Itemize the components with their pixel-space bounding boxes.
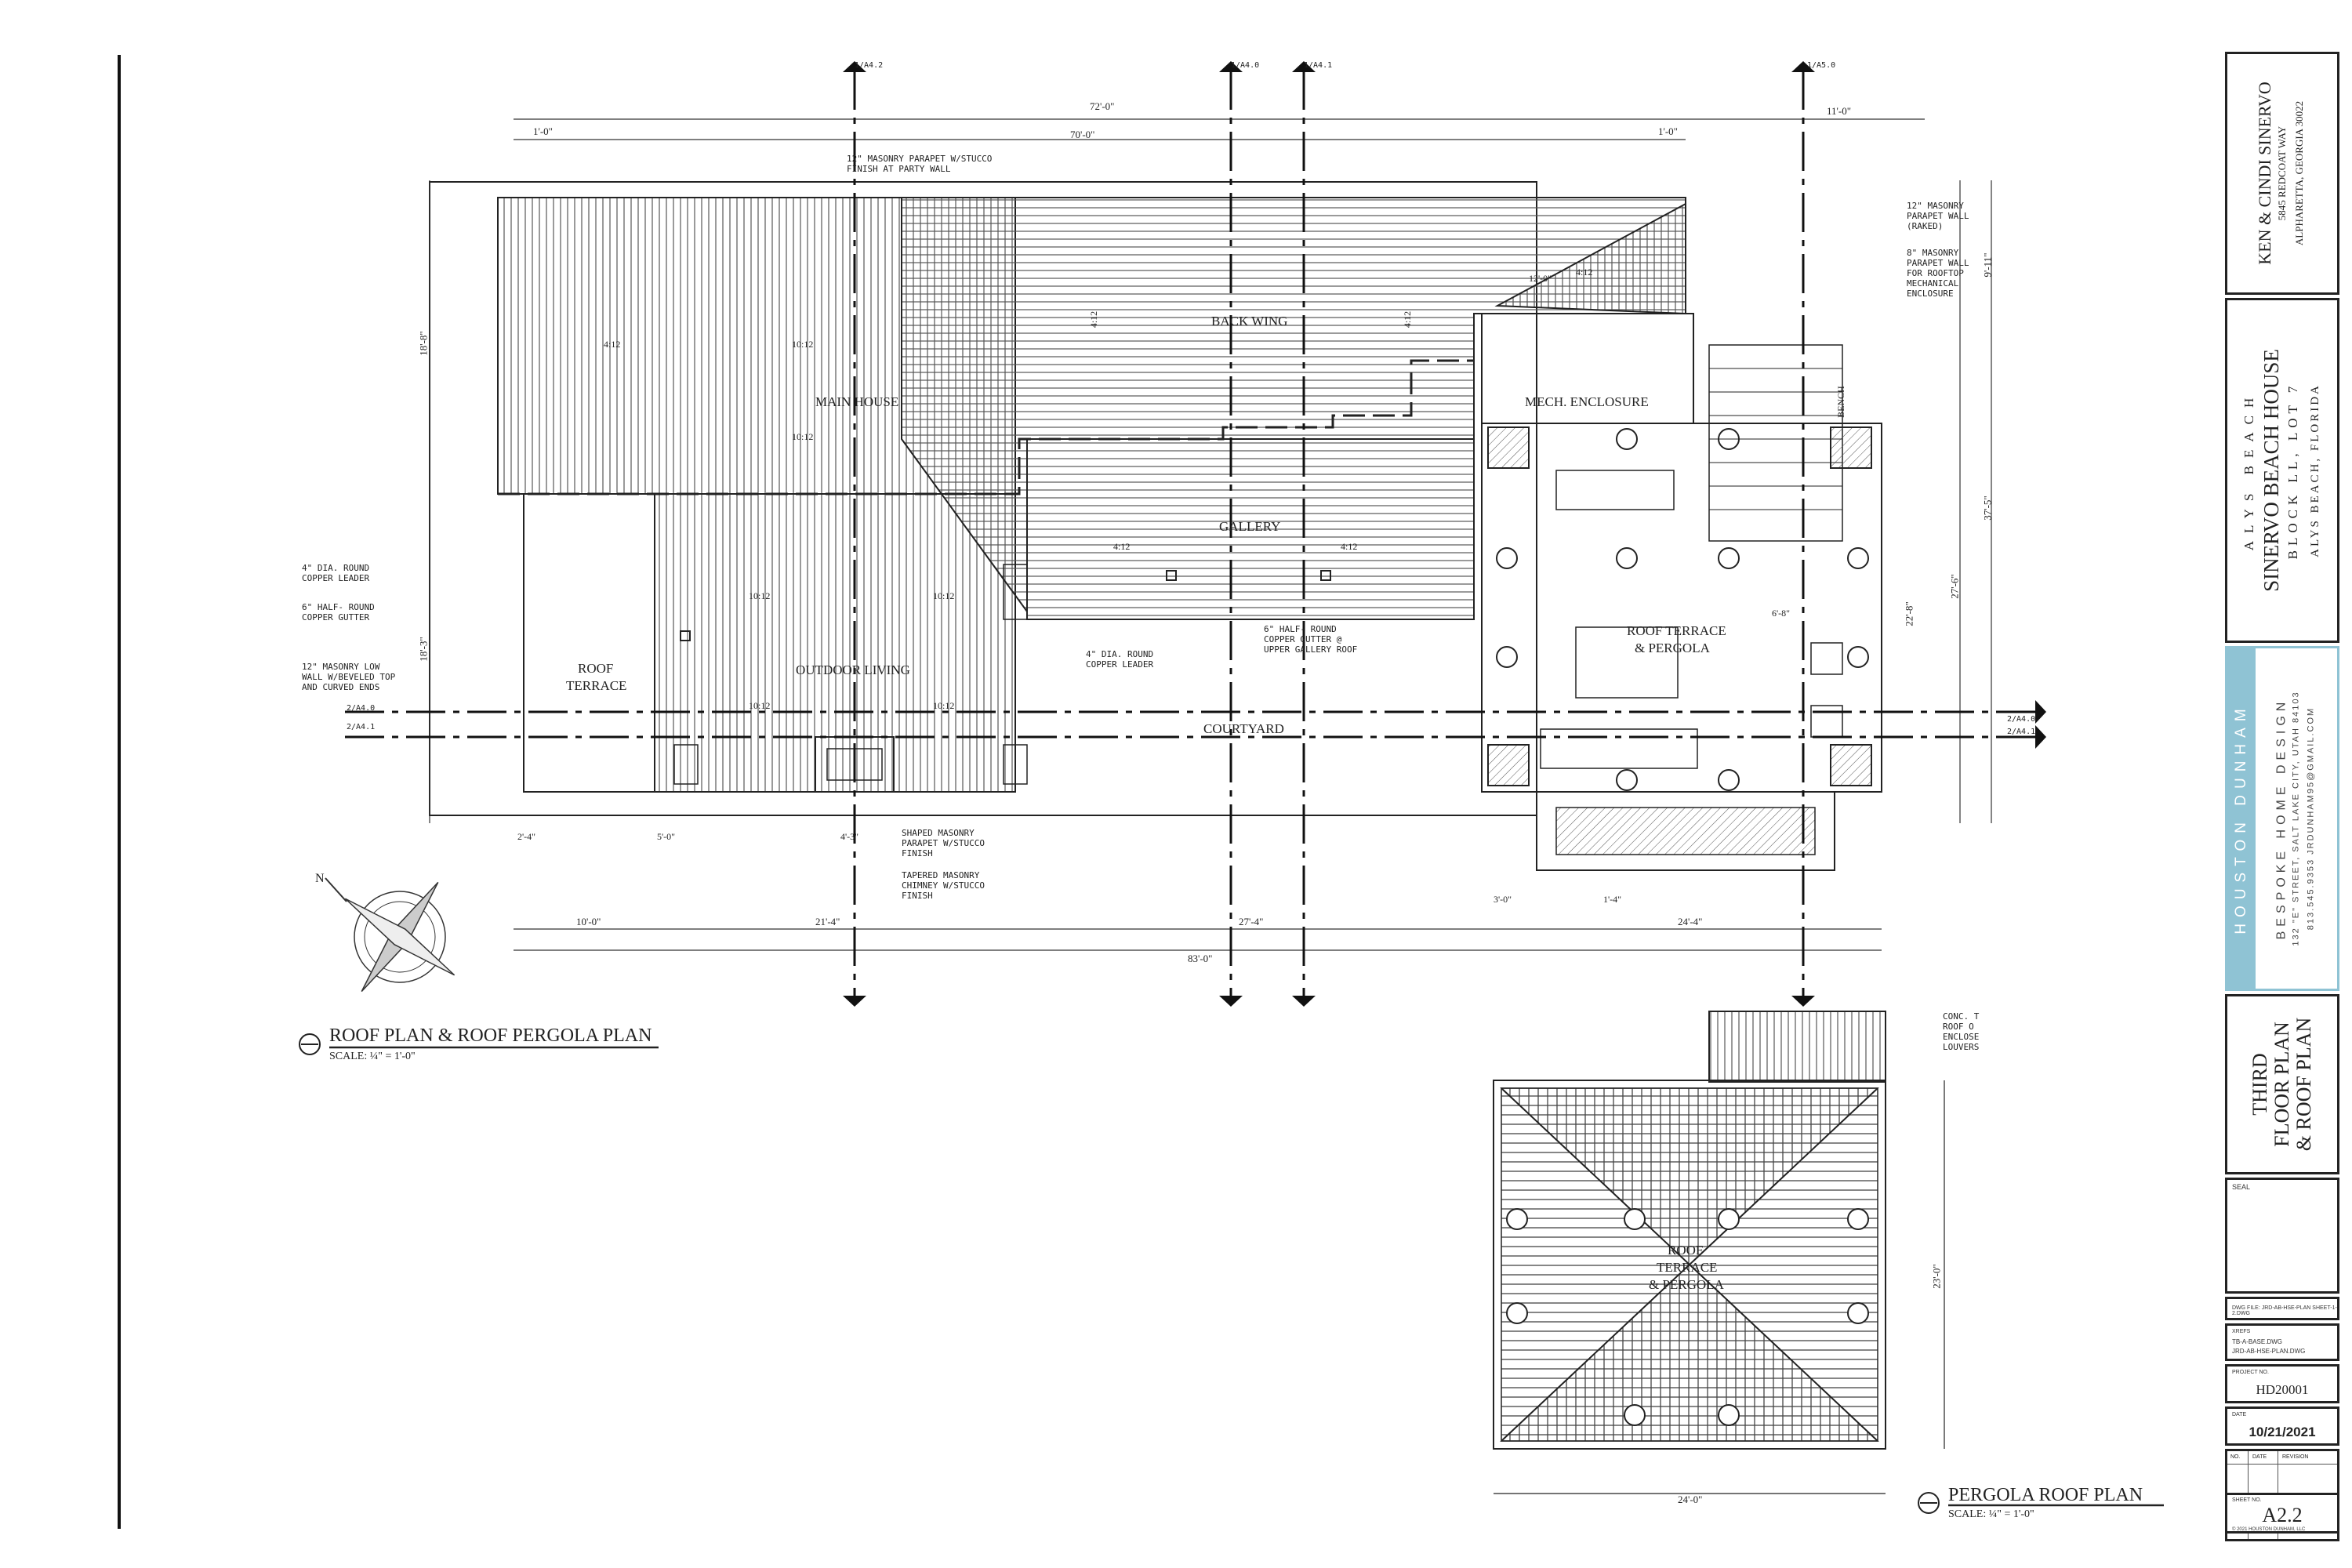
date-value: 10/21/2021 <box>2249 1425 2316 1439</box>
project-line-2: SINERVO BEACH HOUSE <box>2259 349 2283 592</box>
section-markers <box>843 61 2046 1007</box>
seal-label: SEAL <box>2232 1183 2251 1191</box>
dimension-lines <box>429 118 1992 951</box>
mech-enclosure <box>1481 313 1694 424</box>
sheet-title-1: THIRD <box>2249 1053 2271 1116</box>
rev-date-header: DATE <box>2252 1454 2267 1460</box>
project-cell: ALYS BEACH SINERVO BEACH HOUSE BLOCK LL,… <box>2225 298 2339 643</box>
gallery-roof <box>1026 438 1475 620</box>
xrefs-cell: XREFS TB-A-BASE.DWG JRD-AB-HSE-PLAN.DWG <box>2225 1323 2339 1361</box>
sheet-title-3: & ROOF PLAN <box>2292 1017 2315 1152</box>
project-line-1: ALYS BEACH <box>2241 390 2256 551</box>
sheet-title-cell: THIRD FLOOR PLAN & ROOF PLAN <box>2225 994 2339 1174</box>
date-cell: DATE 10/21/2021 <box>2225 1406 2339 1446</box>
seal-cell: SEAL <box>2225 1178 2339 1294</box>
project-line-3: BLOCK LL, LOT 7 <box>2285 381 2300 560</box>
north-arrow <box>325 877 456 993</box>
outdoor-living-roof <box>654 493 1016 793</box>
xrefs-label: XREFS <box>2232 1329 2251 1334</box>
firm-band: HOUSTON DUNHAM <box>2227 648 2256 989</box>
sheet-no-label: SHEET NO. <box>2232 1497 2262 1503</box>
project-no-cell: PROJECT NO. HD20001 <box>2225 1364 2339 1403</box>
roof-terrace-area <box>523 493 655 793</box>
copyright: © 2021 HOUSTON DUNHAM, LLC <box>2232 1527 2306 1532</box>
raked-parapet <box>1494 202 1686 315</box>
xrefs-value-1: TB-A-BASE.DWG <box>2232 1338 2283 1345</box>
xrefs-value-2: JRD-AB-HSE-PLAN.DWG <box>2232 1348 2306 1355</box>
firm-cell: HOUSTON DUNHAM BESPOKE HOME DESIGN 132 "… <box>2225 646 2339 991</box>
pergola-columns <box>1496 428 1869 791</box>
pergola-roof-plan <box>1493 1011 1945 1494</box>
date-label: DATE <box>2232 1412 2247 1417</box>
section-lines <box>345 71 2038 996</box>
file-label: DWG FILE: JRD-AB-HSE-PLAN SHEET-1-2.DWG <box>2232 1305 2337 1316</box>
roof-plan <box>429 181 1882 871</box>
title-block: KEN & CINDI SINERVO 5845 REDCOAT WAY ALP… <box>2225 52 2339 1541</box>
client-name: KEN & CINDI SINERVO <box>2255 82 2274 265</box>
firm-name: HOUSTON DUNHAM <box>2233 702 2249 935</box>
firm-tag: BESPOKE HOME DESIGN <box>2274 697 2288 940</box>
project-line-4: ALYS BEACH, FLORIDA <box>2309 383 2321 557</box>
dining-table <box>1555 470 1675 510</box>
file-cell: DWG FILE: JRD-AB-HSE-PLAN SHEET-1-2.DWG <box>2225 1297 2339 1320</box>
project-no-label: PROJECT NO. <box>2232 1370 2269 1375</box>
rev-no-header: NO. <box>2230 1454 2241 1460</box>
client-address-2: ALPHARETTA, GEORGIA 30022 <box>2293 100 2305 246</box>
sheet-number: A2.2 <box>2262 1504 2303 1526</box>
sheet-title-2: FLOOR PLAN <box>2270 1022 2293 1147</box>
firm-address: 132 "E" STREET, SALT LAKE CITY, UTAH 841… <box>2291 691 2301 946</box>
rev-revision-header: REVISION <box>2282 1454 2309 1460</box>
project-no: HD20001 <box>2256 1382 2309 1397</box>
client-address-1: 5845 REDCOAT WAY <box>2276 125 2288 221</box>
sheet-no-cell: SHEET NO. A2.2 © 2021 HOUSTON DUNHAM, LL… <box>2225 1493 2339 1534</box>
client-cell: KEN & CINDI SINERVO 5845 REDCOAT WAY ALP… <box>2225 52 2339 295</box>
firm-contact: 813.545.9353 JRDUNHAM95@GMAIL.COM <box>2306 706 2316 931</box>
